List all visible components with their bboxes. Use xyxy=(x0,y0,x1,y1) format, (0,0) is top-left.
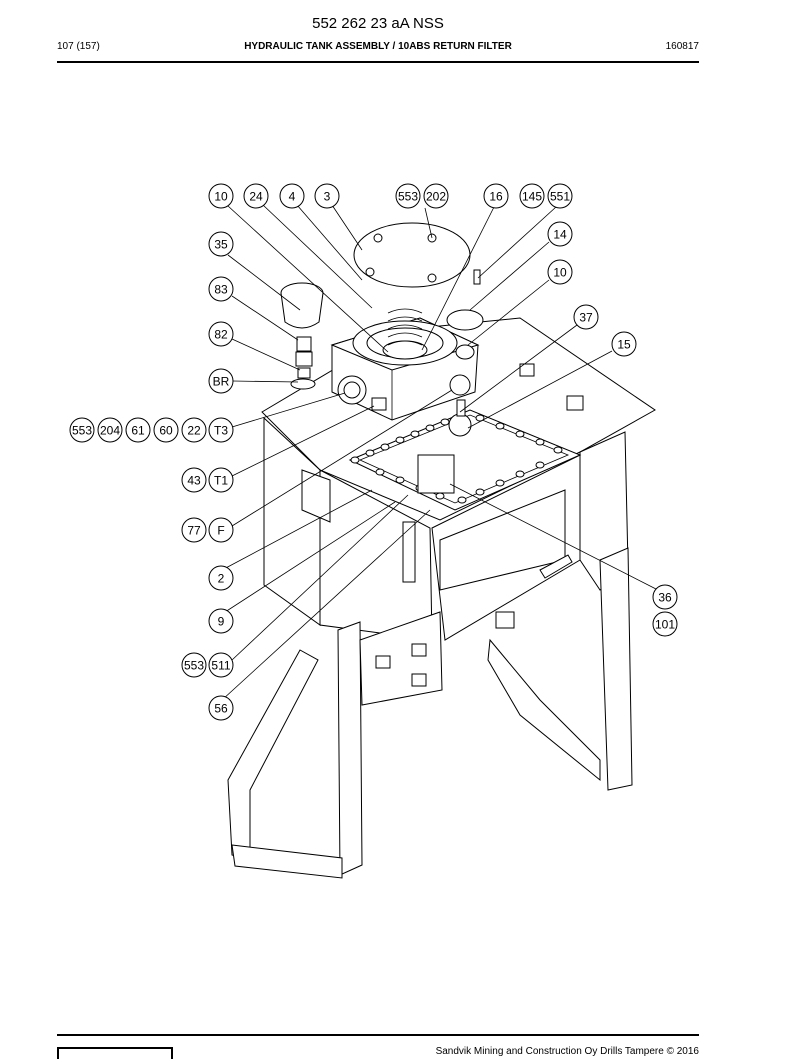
svg-text:37: 37 xyxy=(579,311,593,325)
svg-text:4: 4 xyxy=(289,190,296,204)
callout-204: 204 xyxy=(97,417,123,443)
callout-F: F xyxy=(208,517,234,543)
svg-text:77: 77 xyxy=(187,524,201,538)
svg-text:15: 15 xyxy=(617,338,631,352)
callout-60: 60 xyxy=(153,417,179,443)
svg-text:14: 14 xyxy=(553,228,567,242)
svg-text:83: 83 xyxy=(214,283,228,297)
callout-77: 77 xyxy=(181,517,207,543)
svg-text:553: 553 xyxy=(398,190,418,204)
svg-text:101: 101 xyxy=(655,618,675,632)
callout-9: 9 xyxy=(208,608,234,634)
callout-202: 202 xyxy=(423,183,449,209)
sandvik-logo xyxy=(57,1047,173,1059)
svg-text:511: 511 xyxy=(211,659,230,673)
callout-56: 56 xyxy=(208,695,234,721)
frame-pads xyxy=(375,643,427,687)
callout-3: 3 xyxy=(314,183,340,209)
svg-text:82: 82 xyxy=(214,328,228,342)
svg-text:202: 202 xyxy=(426,190,446,204)
footer-copyright: Sandvik Mining and Construction Oy Drill… xyxy=(435,1046,699,1057)
callout-10a: 10 xyxy=(208,183,234,209)
callout-82: 82 xyxy=(208,321,234,347)
document-title: 552 262 23 aA NSS xyxy=(312,15,444,32)
callout-4: 4 xyxy=(279,183,305,209)
svg-text:204: 204 xyxy=(100,424,120,438)
callout-37: 37 xyxy=(573,304,599,330)
support-frame xyxy=(227,547,633,879)
header-rule xyxy=(57,61,699,63)
document-date: 160817 xyxy=(665,41,699,52)
svg-text:551: 551 xyxy=(550,190,570,204)
svg-text:553: 553 xyxy=(72,424,92,438)
callout-553b: 553 xyxy=(69,417,95,443)
page-number: 107 (157) xyxy=(57,41,100,52)
svg-text:F: F xyxy=(217,524,224,538)
callout-553a: 553 xyxy=(395,183,421,209)
svg-text:T3: T3 xyxy=(214,424,228,438)
svg-text:56: 56 xyxy=(214,702,228,716)
callout-553c: 553 xyxy=(181,652,207,678)
svg-text:2: 2 xyxy=(218,572,225,586)
callout-551: 551 xyxy=(547,183,573,209)
callout-16: 16 xyxy=(483,183,509,209)
callout-T3: T3 xyxy=(208,417,234,443)
footer-rule xyxy=(57,1034,699,1036)
svg-text:145: 145 xyxy=(522,190,542,204)
callout-22: 22 xyxy=(181,417,207,443)
svg-text:BR: BR xyxy=(213,375,230,389)
callout-24: 24 xyxy=(243,183,269,209)
callout-15: 15 xyxy=(611,331,637,357)
svg-text:24: 24 xyxy=(249,190,263,204)
svg-text:10: 10 xyxy=(553,266,567,280)
svg-text:T1: T1 xyxy=(214,474,228,488)
svg-text:16: 16 xyxy=(489,190,503,204)
callout-101: 101 xyxy=(652,611,678,637)
breather-assembly xyxy=(280,282,324,390)
callout-36: 36 xyxy=(652,584,678,610)
svg-text:35: 35 xyxy=(214,238,228,252)
callout-T1: T1 xyxy=(208,467,234,493)
return-filter-housing xyxy=(330,222,484,421)
svg-text:9: 9 xyxy=(218,615,225,629)
callout-511: 511 xyxy=(208,652,234,678)
svg-text:553: 553 xyxy=(184,659,204,673)
callout-14: 14 xyxy=(547,221,573,247)
callout-83: 83 xyxy=(208,276,234,302)
callout-10b: 10 xyxy=(547,259,573,285)
svg-text:3: 3 xyxy=(324,190,331,204)
svg-text:36: 36 xyxy=(658,591,672,605)
callout-BR: BR xyxy=(208,368,234,394)
svg-text:10: 10 xyxy=(214,190,228,204)
svg-text:22: 22 xyxy=(187,424,201,438)
leader-lines xyxy=(221,204,657,701)
callout-61: 61 xyxy=(125,417,151,443)
svg-text:61: 61 xyxy=(131,424,145,438)
svg-text:60: 60 xyxy=(159,424,173,438)
svg-text:43: 43 xyxy=(187,474,201,488)
callout-43: 43 xyxy=(181,467,207,493)
callout-145: 145 xyxy=(519,183,545,209)
callout-2: 2 xyxy=(208,565,234,591)
section-title: HYDRAULIC TANK ASSEMBLY / 10ABS RETURN F… xyxy=(244,41,512,52)
callout-35: 35 xyxy=(208,231,234,257)
